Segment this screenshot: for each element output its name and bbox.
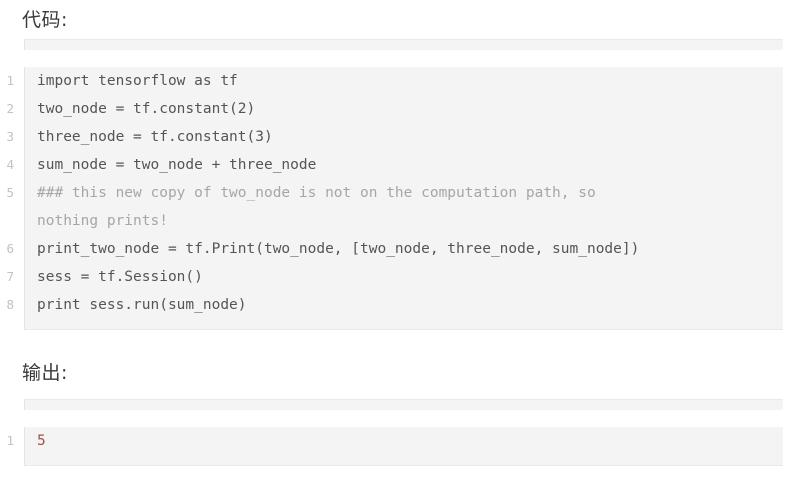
line-number-5: 5	[0, 179, 24, 207]
page-title-output: 输出:	[22, 362, 68, 384]
code-line-8: 8 print sess.run(sum_node)	[0, 291, 800, 319]
output-line-number-1: 1	[0, 427, 24, 455]
code-cell-spacer-bottom	[24, 319, 783, 330]
output-block: 1 5	[0, 399, 800, 483]
code-line-7: 7 sess = tf.Session()	[0, 263, 800, 291]
code-line-list: 1 import tensorflow as tf 2 two_node = t…	[0, 39, 800, 347]
line-number-8: 8	[0, 291, 24, 319]
code-text-5-wrap[interactable]: nothing prints!	[24, 207, 783, 235]
code-text-6[interactable]: print_two_node = tf.Print(two_node, [two…	[24, 235, 783, 263]
code-line-4: 4 sum_node = two_node + three_node	[0, 151, 800, 179]
gutter-spacer	[0, 39, 24, 50]
code-line-2: 2 two_node = tf.constant(2)	[0, 95, 800, 123]
line-number-1: 1	[0, 67, 24, 95]
line-number-7: 7	[0, 263, 24, 291]
gutter-spacer-bottom	[0, 319, 24, 330]
code-line-6: 6 print_two_node = tf.Print(two_node, [t…	[0, 235, 800, 263]
output-gutter-spacer-bottom	[0, 455, 24, 466]
output-cell-spacer-bottom	[24, 455, 783, 466]
code-block: 1 import tensorflow as tf 2 two_node = t…	[0, 39, 800, 347]
line-number-3: 3	[0, 123, 24, 151]
output-line-list: 1 5	[0, 399, 800, 483]
line-number-4: 4	[0, 151, 24, 179]
page-title-code: 代码:	[22, 9, 68, 31]
output-panel-cap	[0, 399, 800, 427]
output-text-1[interactable]: 5	[24, 427, 783, 455]
code-text-3[interactable]: three_node = tf.constant(3)	[24, 123, 783, 151]
line-number-2: 2	[0, 95, 24, 123]
code-line-5-continuation: nothing prints!	[0, 207, 800, 235]
code-cell-spacer	[24, 39, 783, 50]
output-line-1: 1 5	[0, 427, 800, 455]
code-text-5-comment[interactable]: ### this new copy of two_node is not on …	[24, 179, 783, 207]
code-text-4[interactable]: sum_node = two_node + three_node	[24, 151, 783, 179]
code-panel-foot	[0, 319, 800, 347]
output-cell-spacer	[24, 399, 783, 410]
output-panel-foot	[0, 455, 800, 483]
code-panel-cap	[0, 39, 800, 67]
line-number-6: 6	[0, 235, 24, 263]
output-gutter-spacer	[0, 399, 24, 410]
code-text-8[interactable]: print sess.run(sum_node)	[24, 291, 783, 319]
code-line-5: 5 ### this new copy of two_node is not o…	[0, 179, 800, 207]
code-line-3: 3 three_node = tf.constant(3)	[0, 123, 800, 151]
code-text-7[interactable]: sess = tf.Session()	[24, 263, 783, 291]
page-root: 代码: 1 import tensorflow as tf 2 two_node…	[0, 9, 800, 466]
code-line-1: 1 import tensorflow as tf	[0, 67, 800, 95]
code-text-1[interactable]: import tensorflow as tf	[24, 67, 783, 95]
code-text-2[interactable]: two_node = tf.constant(2)	[24, 95, 783, 123]
